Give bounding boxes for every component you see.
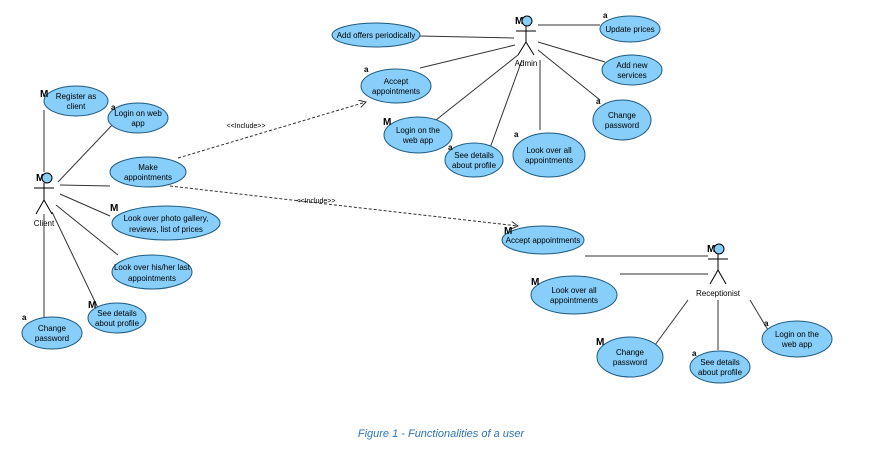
actor-client-label: Client bbox=[34, 219, 55, 228]
usecase-badge-a: a bbox=[111, 103, 116, 112]
usecase-badge-a: a bbox=[448, 143, 453, 152]
usecase-update-prices: a Update prices bbox=[599, 11, 661, 43]
receptionist-associations bbox=[585, 255, 769, 350]
usecase-label-line1: Login on the bbox=[396, 126, 441, 135]
usecase-label-line1: Add new bbox=[616, 61, 647, 70]
client-associations bbox=[43, 110, 119, 318]
usecase-label-line2: client bbox=[67, 102, 86, 111]
usecase-login-rec: a Login on the web app bbox=[761, 319, 833, 358]
usecase-look-gallery: M Look over photo gallery, reviews, list… bbox=[110, 203, 221, 241]
usecase-badge-a: a bbox=[514, 130, 519, 139]
usecase-label-line1: See details bbox=[700, 358, 740, 367]
usecase-label-line2: about profile bbox=[452, 161, 497, 170]
usecase-badge-m: M bbox=[596, 337, 604, 348]
usecase-label-line2: appointments bbox=[124, 173, 172, 182]
usecase-label-line1: Accept bbox=[384, 77, 409, 86]
actor-badge-m: M bbox=[36, 173, 44, 184]
usecase-badge-a: a bbox=[22, 313, 27, 322]
usecase-label-line1: Login on web bbox=[114, 109, 162, 118]
usecase-label-line1: Change bbox=[38, 324, 67, 333]
usecase-label-line1: See details bbox=[97, 309, 137, 318]
usecase-details-client: M See details about profile bbox=[87, 300, 147, 334]
actor-badge-m: M bbox=[707, 244, 715, 255]
usecase-badge-m: M bbox=[531, 277, 539, 288]
usecase-label-line1: See details bbox=[454, 151, 494, 160]
admin-associations bbox=[419, 24, 606, 149]
actor-receptionist-label: Receptionist bbox=[696, 289, 741, 298]
usecase-add-offers: Add offers periodically bbox=[331, 22, 421, 48]
usecase-login-admin: M Login on the web app bbox=[383, 116, 453, 154]
actor-admin: M Admin bbox=[515, 15, 538, 68]
include-relations: <<Include>> <<Include>> bbox=[169, 102, 518, 226]
usecase-label-line2: services bbox=[617, 71, 646, 80]
usecase-badge-m: M bbox=[88, 300, 96, 311]
actor-client: M Client bbox=[34, 172, 55, 228]
usecase-label-line2: appointments bbox=[128, 274, 176, 283]
usecase-label-line2: web app bbox=[402, 136, 434, 145]
usecase-label-line2: appointments bbox=[525, 156, 573, 165]
usecase-label-line2: app bbox=[131, 119, 145, 128]
usecase-change-pw-admin: a Change password bbox=[592, 97, 652, 141]
usecase-label-line2: password bbox=[35, 334, 69, 343]
usecase-login-client: a Login on web app bbox=[107, 102, 169, 134]
usecase-badge-m: M bbox=[110, 203, 118, 214]
usecase-label: Update prices bbox=[605, 25, 654, 34]
actor-badge-m: M bbox=[515, 16, 523, 27]
usecase-label-line2: about profile bbox=[95, 319, 140, 328]
usecase-label-line1: Look over photo gallery, bbox=[124, 214, 209, 223]
usecase-look-all-admin: a Look over all appointments bbox=[512, 130, 586, 178]
usecase-look-all-rec: M Look over all appointments bbox=[530, 275, 618, 315]
usecase-label-line2: web app bbox=[781, 340, 813, 349]
usecase-accept-admin: a Accept appointments bbox=[360, 65, 432, 104]
actor-admin-label: Admin bbox=[515, 59, 538, 68]
usecase-badge-a: a bbox=[692, 349, 697, 358]
usecase-label-line2: appointments bbox=[550, 296, 598, 305]
actor-receptionist: M Receptionist bbox=[696, 243, 741, 298]
usecase-add-services: Add new services bbox=[601, 54, 663, 86]
usecase-label-line1: Change bbox=[608, 111, 637, 120]
usecase-label-line1: Look over all bbox=[526, 146, 572, 155]
usecase-make-appointments: Make appointments bbox=[109, 156, 187, 188]
usecase-badge-m: M bbox=[40, 89, 48, 100]
include-label-admin: <<Include>> bbox=[227, 123, 266, 130]
usecase-label-line2: password bbox=[613, 358, 647, 367]
usecase-label-line2: appointments bbox=[372, 87, 420, 96]
usecase-badge-m: M bbox=[383, 117, 391, 128]
usecase-details-admin: a See details about profile bbox=[444, 142, 504, 178]
usecase-badge-a: a bbox=[764, 319, 769, 328]
usecase-label-line1: Register as bbox=[56, 92, 96, 101]
usecase-change-pw-client: a Change password bbox=[21, 313, 83, 350]
usecase-label: Accept appointments bbox=[506, 236, 581, 245]
usecase-label-line2: about profile bbox=[698, 368, 743, 377]
usecase-label-line1: Make bbox=[138, 163, 158, 172]
usecase-change-pw-rec: M Change password bbox=[596, 336, 664, 378]
usecase-badge-m: M bbox=[504, 226, 512, 237]
usecase-details-rec: a See details about profile bbox=[689, 349, 751, 384]
usecase-label-line1: Look over all bbox=[551, 286, 597, 295]
usecase-accept-rec: M Accept appointments bbox=[501, 225, 585, 255]
usecase-label-line1: Change bbox=[616, 348, 645, 357]
include-label-receptionist: <<Include>> bbox=[297, 198, 336, 205]
usecase-label-line2: password bbox=[605, 121, 639, 130]
usecase-look-last: Look over his/her last appointments bbox=[111, 254, 193, 290]
usecase-badge-a: a bbox=[364, 65, 369, 74]
usecase-register: M Register as client bbox=[40, 85, 109, 117]
figure-caption: Figure 1 - Functionalities of a user bbox=[357, 428, 525, 440]
usecase-label: Add offers periodically bbox=[337, 31, 416, 40]
usecase-label-line2: reviews, list of prices bbox=[129, 225, 203, 234]
usecase-badge-a: a bbox=[603, 11, 608, 20]
usecase-badge-a: a bbox=[596, 97, 601, 106]
usecase-label-line1: Login on the bbox=[775, 330, 820, 339]
usecase-label-line1: Look over his/her last bbox=[114, 263, 191, 272]
